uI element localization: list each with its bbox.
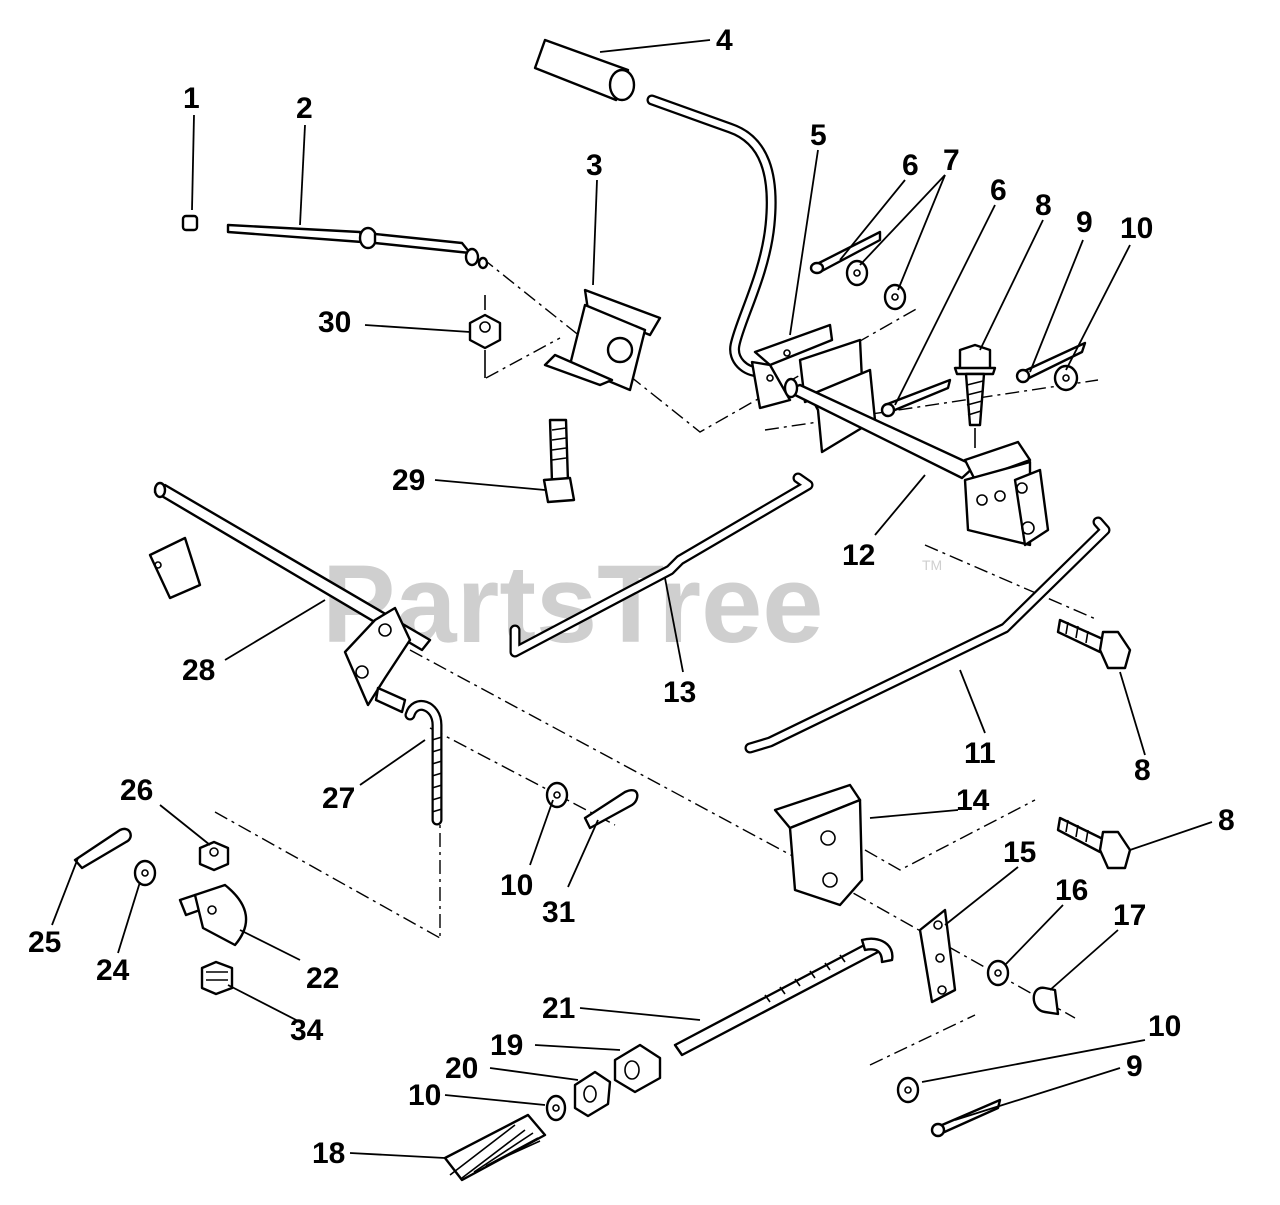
callout-25: 25 [28, 926, 61, 959]
part-30-nut [468, 295, 502, 378]
part-3-bracket [543, 288, 662, 392]
callout-10-lower: 10 [408, 1079, 441, 1112]
part-15-plate [918, 908, 957, 1004]
callout-10-middle: 10 [500, 869, 533, 902]
leader-lines [51, 39, 1213, 1159]
callout-11: 11 [964, 737, 996, 770]
part-10-washer-middle [545, 781, 569, 809]
part-28-shaft [148, 481, 432, 714]
part-13-link-rod [509, 472, 814, 658]
callout-14: 14 [956, 784, 990, 817]
callout-9-upper: 9 [1076, 206, 1093, 239]
part-24-washer [133, 859, 157, 887]
part-2-rod [226, 223, 489, 270]
callout-16: 16 [1055, 874, 1088, 907]
callout-8-upper: 8 [1035, 189, 1052, 222]
callout-10-upper: 10 [1120, 212, 1153, 245]
part-18-spring [443, 1113, 547, 1182]
part-27-hook-bolt [404, 699, 443, 826]
part-10-washer-upper [1053, 364, 1079, 392]
callout-18: 18 [312, 1137, 345, 1170]
part-9-cotter-pin-upper [1015, 341, 1087, 384]
callout-13: 13 [663, 676, 696, 709]
callout-9-lower: 9 [1126, 1050, 1143, 1083]
part-19-nut [613, 1043, 662, 1094]
part-31-hairpin [583, 789, 639, 830]
part-8-bolt-lower [1056, 816, 1132, 870]
callout-17: 17 [1113, 899, 1146, 932]
callout-2: 2 [296, 92, 313, 125]
part-34-locknut [200, 960, 234, 996]
callout-12: 12 [842, 539, 875, 572]
callout-20: 20 [445, 1052, 478, 1085]
part-29-bolt [542, 418, 576, 504]
callout-31: 31 [542, 896, 575, 929]
part-10-washer-lower [545, 1094, 567, 1122]
callout-22: 22 [306, 962, 339, 995]
callout-6-upper: 6 [902, 149, 919, 182]
callout-10-right: 10 [1148, 1010, 1181, 1043]
part-20-bushing [573, 1070, 612, 1118]
part-8-bolt-upper [953, 343, 997, 448]
callout-labels: 1 2 3 4 5 6 7 6 8 9 10 30 29 12 28 13 11… [28, 24, 1235, 1170]
callout-5: 5 [810, 119, 827, 152]
callout-29: 29 [392, 464, 425, 497]
part-1-cap [181, 214, 199, 232]
part-10-washer-bottom [896, 1076, 920, 1104]
part-12-cross-shaft [783, 377, 1050, 547]
part-5-lift-bracket [750, 323, 877, 454]
callout-28: 28 [182, 654, 215, 687]
callout-8-middle: 8 [1134, 754, 1151, 787]
part-7-washers [845, 259, 907, 311]
callout-8-lower: 8 [1218, 804, 1235, 837]
part-6-cotter-pin-lower [880, 378, 952, 418]
callout-26: 26 [120, 774, 153, 807]
part-22-trunnion [178, 883, 248, 947]
callout-1: 1 [183, 82, 200, 115]
part-11-rod [744, 516, 1111, 754]
part-9-cotter-pin-lower [930, 1098, 1002, 1138]
callout-24: 24 [96, 954, 130, 987]
part-4-lift-handle [533, 38, 777, 378]
callout-7: 7 [943, 144, 960, 177]
part-25-hairpin [73, 827, 132, 870]
assembly-centerlines [214, 257, 1099, 1066]
callout-4: 4 [716, 24, 733, 57]
callout-21: 21 [542, 992, 575, 1025]
part-16-washer [986, 959, 1010, 987]
callout-19: 19 [490, 1029, 523, 1062]
part-8-bolt-middle [1056, 618, 1132, 670]
watermark-trademark: TM [922, 557, 942, 573]
callout-6-lower: 6 [990, 174, 1007, 207]
part-26-nut [198, 840, 230, 872]
part-21-adjuster-rod [673, 937, 894, 1057]
callout-15: 15 [1003, 836, 1036, 869]
callout-34: 34 [290, 1014, 324, 1047]
callout-30: 30 [318, 306, 351, 339]
callout-27: 27 [322, 782, 355, 815]
callout-3: 3 [586, 149, 603, 182]
part-17-clip [1032, 986, 1060, 1016]
part-14-bracket [773, 783, 864, 907]
